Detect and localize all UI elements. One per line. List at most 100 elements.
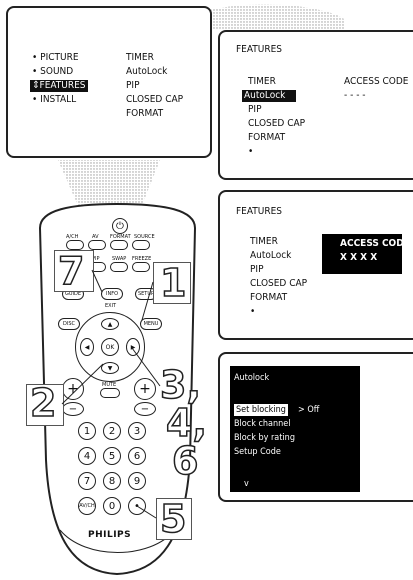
freeze-label: FREEZE	[132, 256, 151, 262]
av-button[interactable]	[88, 240, 106, 250]
menu-item-features[interactable]: ⇕FEATURES	[30, 80, 88, 92]
menu-item-install[interactable]: • INSTALL	[32, 94, 76, 106]
format-button[interactable]	[110, 240, 128, 250]
minus-icon: −	[69, 404, 77, 415]
channel-down-button[interactable]: −	[134, 402, 156, 416]
swap-button[interactable]	[110, 262, 128, 272]
updown-icon: ⇕	[32, 80, 40, 91]
menu-item-features-label: FEATURES	[40, 80, 86, 91]
info-label: INFO	[106, 291, 118, 297]
ach-label: A/CH	[66, 234, 78, 240]
callout-5: 5	[160, 500, 186, 538]
callout-4: 4,	[166, 404, 207, 442]
panel1-item-format[interactable]: FORMAT	[248, 132, 285, 144]
disc-button[interactable]: DISC	[58, 318, 80, 330]
set-blocking-value: > Off	[298, 404, 319, 416]
ok-button[interactable]: OK	[101, 338, 119, 356]
panel1-title: FEATURES	[236, 44, 282, 56]
set-blocking-item[interactable]: Set blocking	[234, 404, 288, 416]
panel1-item-autolock[interactable]: AutoLock	[242, 90, 296, 102]
key-6[interactable]: 6	[128, 447, 146, 465]
autolock-panel: Autolock Set blocking > Off Block channe…	[218, 352, 413, 502]
panel2-item-format[interactable]: FORMAT	[250, 292, 287, 304]
panel2-item-pip[interactable]: PIP	[250, 264, 264, 276]
swap-label: SWAP	[112, 256, 126, 262]
down-button[interactable]: ▼	[101, 362, 119, 374]
source-button[interactable]	[132, 240, 150, 250]
plus-icon: +	[139, 381, 151, 397]
key-3[interactable]: 3	[128, 422, 146, 440]
panel1-item-pip[interactable]: PIP	[248, 104, 262, 116]
autolock-screen: Autolock Set blocking > Off Block channe…	[230, 366, 360, 492]
setup-label: SETUP	[138, 291, 154, 297]
key-4[interactable]: 4	[78, 447, 96, 465]
minus-icon: −	[141, 404, 149, 415]
key-9[interactable]: 9	[128, 472, 146, 490]
channel-up-button[interactable]: +	[134, 378, 156, 400]
ok-label: OK	[106, 344, 115, 351]
right-button[interactable]: ▶	[126, 338, 140, 356]
submenu-pip[interactable]: PIP	[126, 80, 140, 92]
panel2-item-timer[interactable]: TIMER	[250, 236, 278, 248]
key-2[interactable]: 2	[103, 422, 121, 440]
submenu-format[interactable]: FORMAT	[126, 108, 163, 120]
mute-button[interactable]	[100, 388, 120, 398]
left-button[interactable]: ◀	[80, 338, 94, 356]
down-arrow-icon: v	[244, 478, 249, 490]
source-label: SOURCE	[134, 234, 155, 240]
panel1-item-timer[interactable]: TIMER	[248, 76, 276, 88]
panel2-item-bullet: •	[250, 306, 255, 318]
mute-label: MUTE	[102, 382, 116, 388]
block-channel-item[interactable]: Block channel	[234, 418, 291, 430]
key-1[interactable]: 1	[78, 422, 96, 440]
autolock-title: Autolock	[234, 372, 269, 384]
menu-item-sound[interactable]: • SOUND	[32, 66, 73, 78]
callout-2: 2	[30, 384, 56, 422]
menu-label: MENU	[144, 321, 159, 327]
left-arrow-icon: ◀	[85, 344, 90, 351]
features-panel-2: FEATURES TIMER AutoLock PIP CLOSED CAP F…	[218, 190, 413, 340]
menu-button[interactable]: MENU	[140, 318, 162, 330]
right-arrow-icon: ▶	[131, 344, 136, 351]
key-8[interactable]: 8	[103, 472, 121, 490]
volume-down-button[interactable]: −	[62, 402, 84, 416]
panel1-item-closed-cap[interactable]: CLOSED CAP	[248, 118, 305, 130]
submenu-timer[interactable]: TIMER	[126, 52, 154, 64]
callout-6: 6	[172, 442, 198, 480]
callout-3: 3,	[160, 366, 201, 404]
plus-icon: +	[67, 381, 79, 397]
key-7[interactable]: 7	[78, 472, 96, 490]
exit-label: EXIT	[105, 303, 116, 309]
panel1-item-bullet: •	[248, 146, 253, 158]
panel2-title: FEATURES	[236, 206, 282, 218]
key-5[interactable]: 5	[103, 447, 121, 465]
disc-label: DISC	[63, 321, 75, 327]
info-button[interactable]: INFO	[101, 288, 123, 300]
av-label: AV	[92, 234, 99, 240]
submenu-autolock[interactable]: AutoLock	[126, 66, 167, 78]
key-dot[interactable]: •	[128, 497, 146, 515]
panel2-item-closed-cap[interactable]: CLOSED CAP	[250, 278, 307, 290]
key-avch[interactable]: AV/CH	[78, 497, 96, 515]
up-button[interactable]: ▲	[101, 318, 119, 330]
main-menu-screen: • PICTURE • SOUND ⇕FEATURES • INSTALL TI…	[6, 6, 212, 158]
panel1-access-value: - - - -	[344, 90, 366, 102]
down-arrow-icon: ▼	[108, 365, 113, 372]
setup-code-item[interactable]: Setup Code	[234, 446, 281, 458]
block-by-rating-item[interactable]: Block by rating	[234, 432, 295, 444]
panel2-item-autolock[interactable]: AutoLock	[250, 250, 291, 262]
format-label: FORMAT	[110, 234, 131, 240]
panel2-access-value: X X X X	[340, 252, 377, 264]
brand-logo: PHILIPS	[88, 530, 131, 540]
callout-1: 1	[160, 264, 186, 302]
volume-up-button[interactable]: +	[62, 378, 84, 400]
panel2-access-label: ACCESS CODE	[340, 238, 410, 250]
freeze-button[interactable]	[132, 262, 150, 272]
menu-item-picture[interactable]: • PICTURE	[32, 52, 79, 64]
submenu-closed-cap[interactable]: CLOSED CAP	[126, 94, 183, 106]
access-code-box: ACCESS CODE X X X X	[322, 234, 402, 274]
power-icon: ⏻	[116, 221, 124, 232]
up-arrow-icon: ▲	[108, 321, 113, 328]
key-0[interactable]: 0	[103, 497, 121, 515]
power-button[interactable]: ⏻	[112, 218, 128, 234]
